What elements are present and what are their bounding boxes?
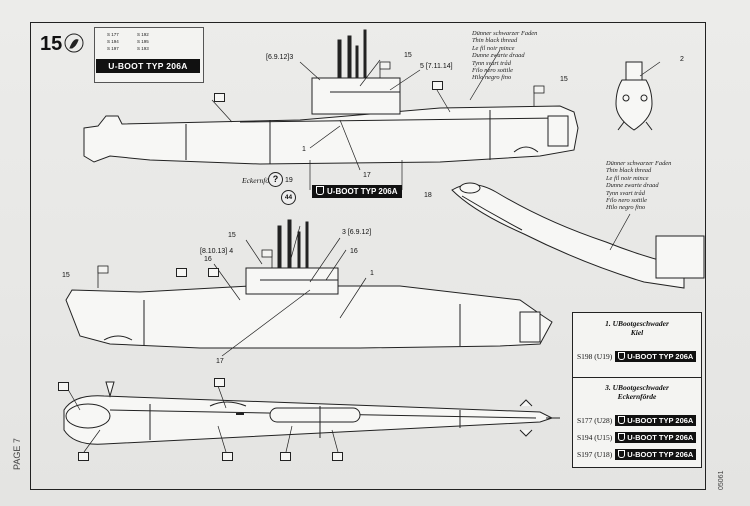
plate-text: U-BOOT TYP 206A	[627, 450, 694, 459]
plate-text: U-BOOT TYP 206A	[327, 187, 398, 196]
part-marker-b-icon	[222, 452, 233, 461]
thread-line: Thin black thread	[606, 167, 652, 175]
boat-id: S177 (U28)	[577, 416, 613, 425]
boat-id: S198 (U19)	[577, 352, 613, 361]
step-number: 15	[40, 33, 63, 55]
legend-group1-sub: Kiel	[630, 328, 644, 337]
legend-group1-title: 1. UBootgeschwader	[605, 319, 669, 328]
decal-banner: U-BOOT TYP 206A	[96, 59, 200, 73]
part-marker-a-icon	[208, 268, 219, 277]
squadron-legend: 1. UBootgeschwader Kiel S198 (U19) U-BOOT…	[572, 312, 702, 468]
callout-label: 2	[680, 56, 684, 63]
submarine-bow-view	[615, 61, 661, 131]
callout-label: 3 [6.9.12]	[342, 229, 372, 236]
callout-label: 1	[302, 146, 306, 153]
callout-lines-plan	[65, 385, 339, 453]
thread-line: Hilo negro fino	[472, 74, 512, 82]
thread-line: Dunne zwarte draad	[606, 182, 659, 190]
part-marker-b-icon	[332, 452, 343, 461]
plate-text: U-BOOT TYP 206A	[627, 416, 694, 425]
thread-line: Filo nero sottile	[606, 197, 647, 205]
part-marker-c-icon	[214, 378, 225, 387]
submarine-plan-view	[63, 381, 560, 445]
question-icon: ?	[268, 172, 283, 187]
callout-label: 15	[404, 52, 412, 59]
plate-decal: U-BOOT TYP 206A	[615, 415, 697, 426]
thread-line: Dunne zwarte draad	[472, 52, 525, 60]
thread-line: Hilo negro fino	[606, 204, 646, 212]
part-marker-c-icon	[58, 382, 69, 391]
callout-label: 17	[216, 358, 224, 365]
callout-label: [8.10.13] 4	[200, 248, 234, 255]
thread-note-side: Dünner schwarzer Faden Thin black thread…	[606, 160, 671, 212]
decal-entry: S 192	[137, 32, 149, 37]
plate-decal: U-BOOT TYP 206A	[615, 449, 697, 460]
callout-label: 19	[285, 177, 293, 184]
decal-entry: S 177	[107, 32, 119, 37]
thread-line: Dünner schwarzer Faden	[606, 160, 672, 167]
thread-note-top: Dünner schwarzer Faden Thin black thread…	[472, 30, 537, 82]
submarine-side-view-bottom	[65, 219, 553, 349]
callout-label: 5 [7.11.14]	[420, 63, 453, 70]
thread-line: Dünner schwarzer Faden	[472, 30, 538, 37]
callout-label: 17	[363, 172, 371, 179]
submarine-detail-view	[451, 182, 705, 289]
crest-icon	[618, 352, 626, 360]
decal-entry: S 194	[107, 39, 119, 44]
legend-divider	[573, 377, 701, 378]
plate-decal: U-BOOT TYP 206A	[615, 432, 697, 443]
legend-row: S177 (U28) U-BOOT TYP 206A	[577, 415, 697, 426]
crest-icon	[618, 433, 626, 441]
eckernforde-label: Eckernförde	[242, 176, 279, 185]
crest-icon	[316, 186, 324, 195]
callout-label: 1	[370, 270, 374, 277]
legend-row: S198 (U19) U-BOOT TYP 206A	[577, 351, 697, 362]
glue-icon	[64, 33, 84, 53]
part-marker-a-icon	[280, 452, 291, 461]
thread-line: Filo nero sottile	[472, 67, 513, 75]
name-plate: U-BOOT TYP 206A	[312, 185, 402, 198]
thread-line: Thin black thread	[472, 37, 518, 45]
part-number-circle: 44	[281, 190, 296, 205]
submarine-side-view-top	[83, 29, 579, 165]
plate-text: U-BOOT TYP 206A	[627, 352, 694, 361]
callout-label: 15	[228, 232, 236, 239]
part-marker-b-icon	[78, 452, 89, 461]
legend-group3-sub: Eckernförde	[617, 392, 657, 401]
decal-entry: S 193	[137, 46, 149, 51]
boat-id: S194 (U15)	[577, 433, 613, 442]
callout-label: [6.9.12]3	[266, 54, 294, 61]
flag-icon	[97, 61, 545, 288]
decal-entry: S 195	[137, 39, 149, 44]
drawing-frame	[30, 22, 706, 490]
callout-label: 15	[560, 76, 568, 83]
crest-icon	[618, 450, 626, 458]
crest-icon	[618, 416, 626, 424]
legend-row: S197 (U18) U-BOOT TYP 206A	[577, 449, 697, 460]
thread-line: Tynn svart tråd	[606, 189, 645, 197]
callout-label: 18	[424, 192, 432, 199]
callout-label: 16	[350, 248, 358, 255]
thread-line: Tynn svart tråd	[472, 59, 511, 67]
thread-line: Le fil noir mince	[606, 174, 649, 182]
decal-entry: S 197	[107, 46, 119, 51]
callout-label: 15	[62, 272, 70, 279]
callout-label: 16	[204, 256, 212, 263]
decal-sheet: S 177 S 194 S 197 S 192 S 195 S 193	[94, 27, 204, 83]
legend-row: S194 (U15) U-BOOT TYP 206A	[577, 432, 697, 443]
plate-decal: U-BOOT TYP 206A	[615, 351, 697, 362]
part-marker-c-icon	[432, 81, 443, 90]
part-marker-a-icon	[214, 93, 225, 102]
plate-text: U-BOOT TYP 206A	[627, 433, 694, 442]
thread-line: Le fil noir mince	[472, 44, 515, 52]
legend-group3-title: 3. UBootgeschwader	[605, 383, 669, 392]
callout-lines-top	[211, 49, 501, 190]
part-marker-c-icon	[176, 268, 187, 277]
boat-id: S197 (U18)	[577, 450, 613, 459]
